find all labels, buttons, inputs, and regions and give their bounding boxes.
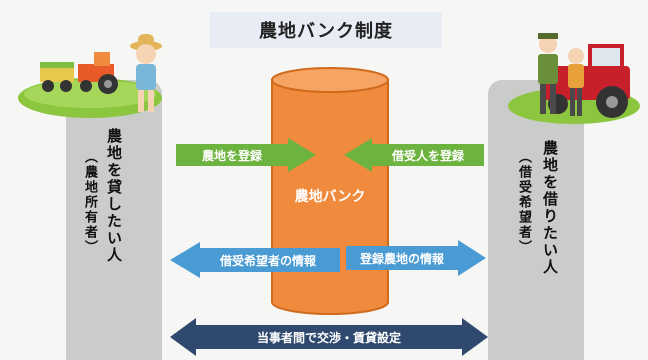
- land-info-label: 登録農地の情報: [359, 251, 444, 266]
- lender-sublabel: （農地所有者）: [82, 150, 97, 255]
- borrower-info-arrow: [170, 242, 340, 278]
- register-land-arrow: [176, 138, 316, 172]
- negotiation-arrow: [170, 318, 488, 356]
- negotiation-label: 当事者間で交渉・賃貸設定: [256, 330, 401, 345]
- lender-label: 農地を貸したい人: [105, 128, 123, 264]
- register-borrower-label: 借受人を登録: [391, 148, 464, 163]
- diagram-title: 農地バンク制度: [259, 21, 393, 42]
- borrower-info-label: 借受希望者の情報: [219, 253, 316, 268]
- farmer-tractor-illustration: [18, 34, 162, 118]
- register-borrower-arrow: [344, 138, 484, 172]
- bank-label: 農地バンク: [294, 189, 366, 205]
- register-land-label: 農地を登録: [201, 148, 262, 163]
- lender-pillar: [66, 80, 162, 360]
- borrower-label: 農地を借りたい人: [541, 140, 559, 276]
- borrower-sublabel: （借受希望者）: [516, 150, 531, 255]
- land-info-arrow: [346, 240, 486, 276]
- borrower-pillar: [488, 80, 584, 360]
- title-box: 農地バンク制度: [210, 12, 442, 48]
- borrower-farmers-illustration: [508, 33, 640, 124]
